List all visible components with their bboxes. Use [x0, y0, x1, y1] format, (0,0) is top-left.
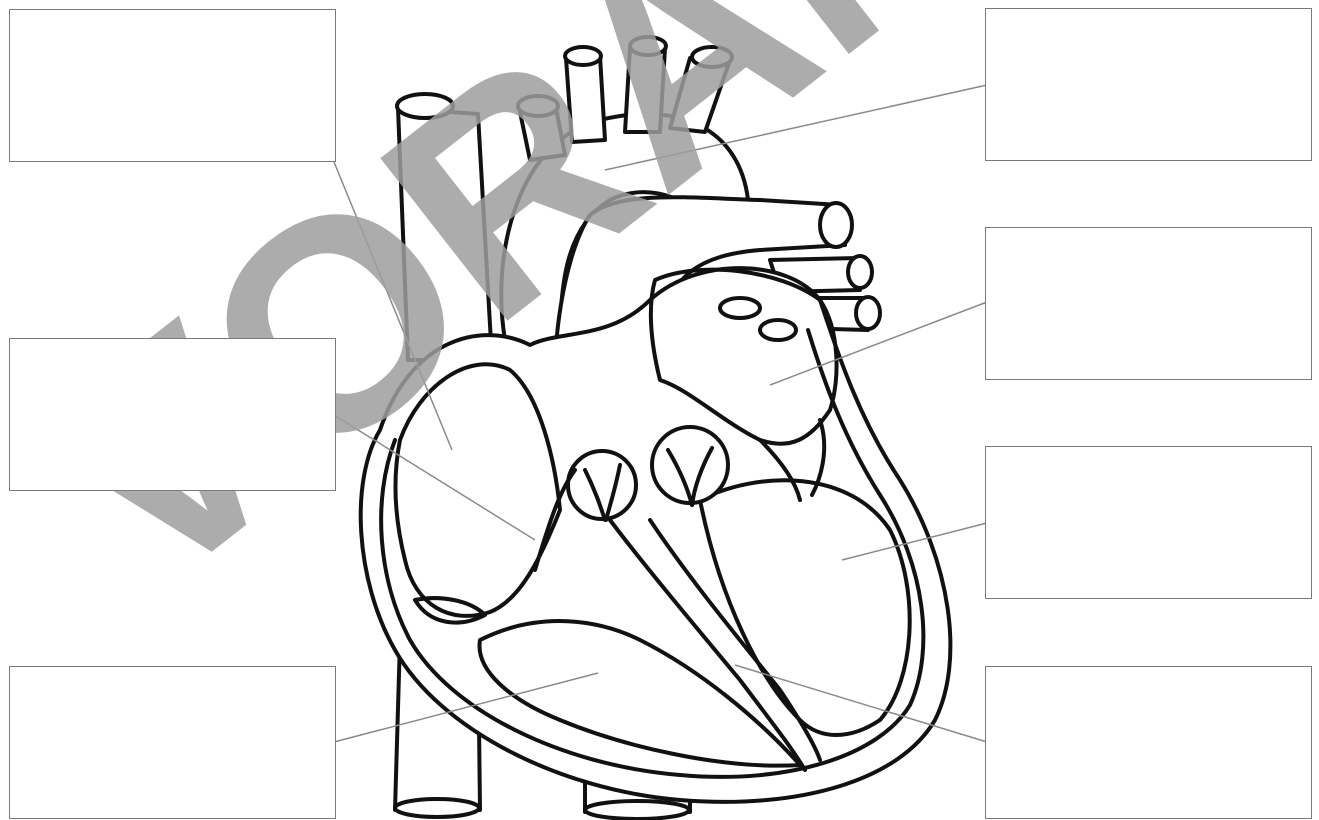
leader-line-right-1 — [605, 85, 987, 170]
label-box-left-bottom-text — [10, 667, 335, 687]
leader-line-right-2 — [770, 302, 987, 385]
label-box-right-3[interactable] — [985, 446, 1312, 599]
label-box-left-middle[interactable] — [9, 338, 336, 491]
leader-line-right-3 — [842, 523, 987, 560]
leader-line-left-top — [334, 162, 452, 450]
leader-line-left-middle — [334, 415, 535, 540]
leader-line-left-bottom — [334, 673, 598, 742]
label-box-right-3-text — [986, 447, 1311, 467]
label-box-left-bottom[interactable] — [9, 666, 336, 819]
label-box-right-2-text — [986, 228, 1311, 248]
label-box-right-4-text — [986, 667, 1311, 687]
label-box-right-2[interactable] — [985, 227, 1312, 380]
label-box-left-top-text — [10, 10, 335, 30]
label-box-right-1[interactable] — [985, 8, 1312, 161]
leader-line-right-4 — [735, 665, 987, 742]
label-box-right-4[interactable] — [985, 666, 1312, 819]
label-box-right-1-text — [986, 9, 1311, 29]
label-box-left-middle-text — [10, 339, 335, 359]
label-box-left-top[interactable] — [9, 9, 336, 162]
